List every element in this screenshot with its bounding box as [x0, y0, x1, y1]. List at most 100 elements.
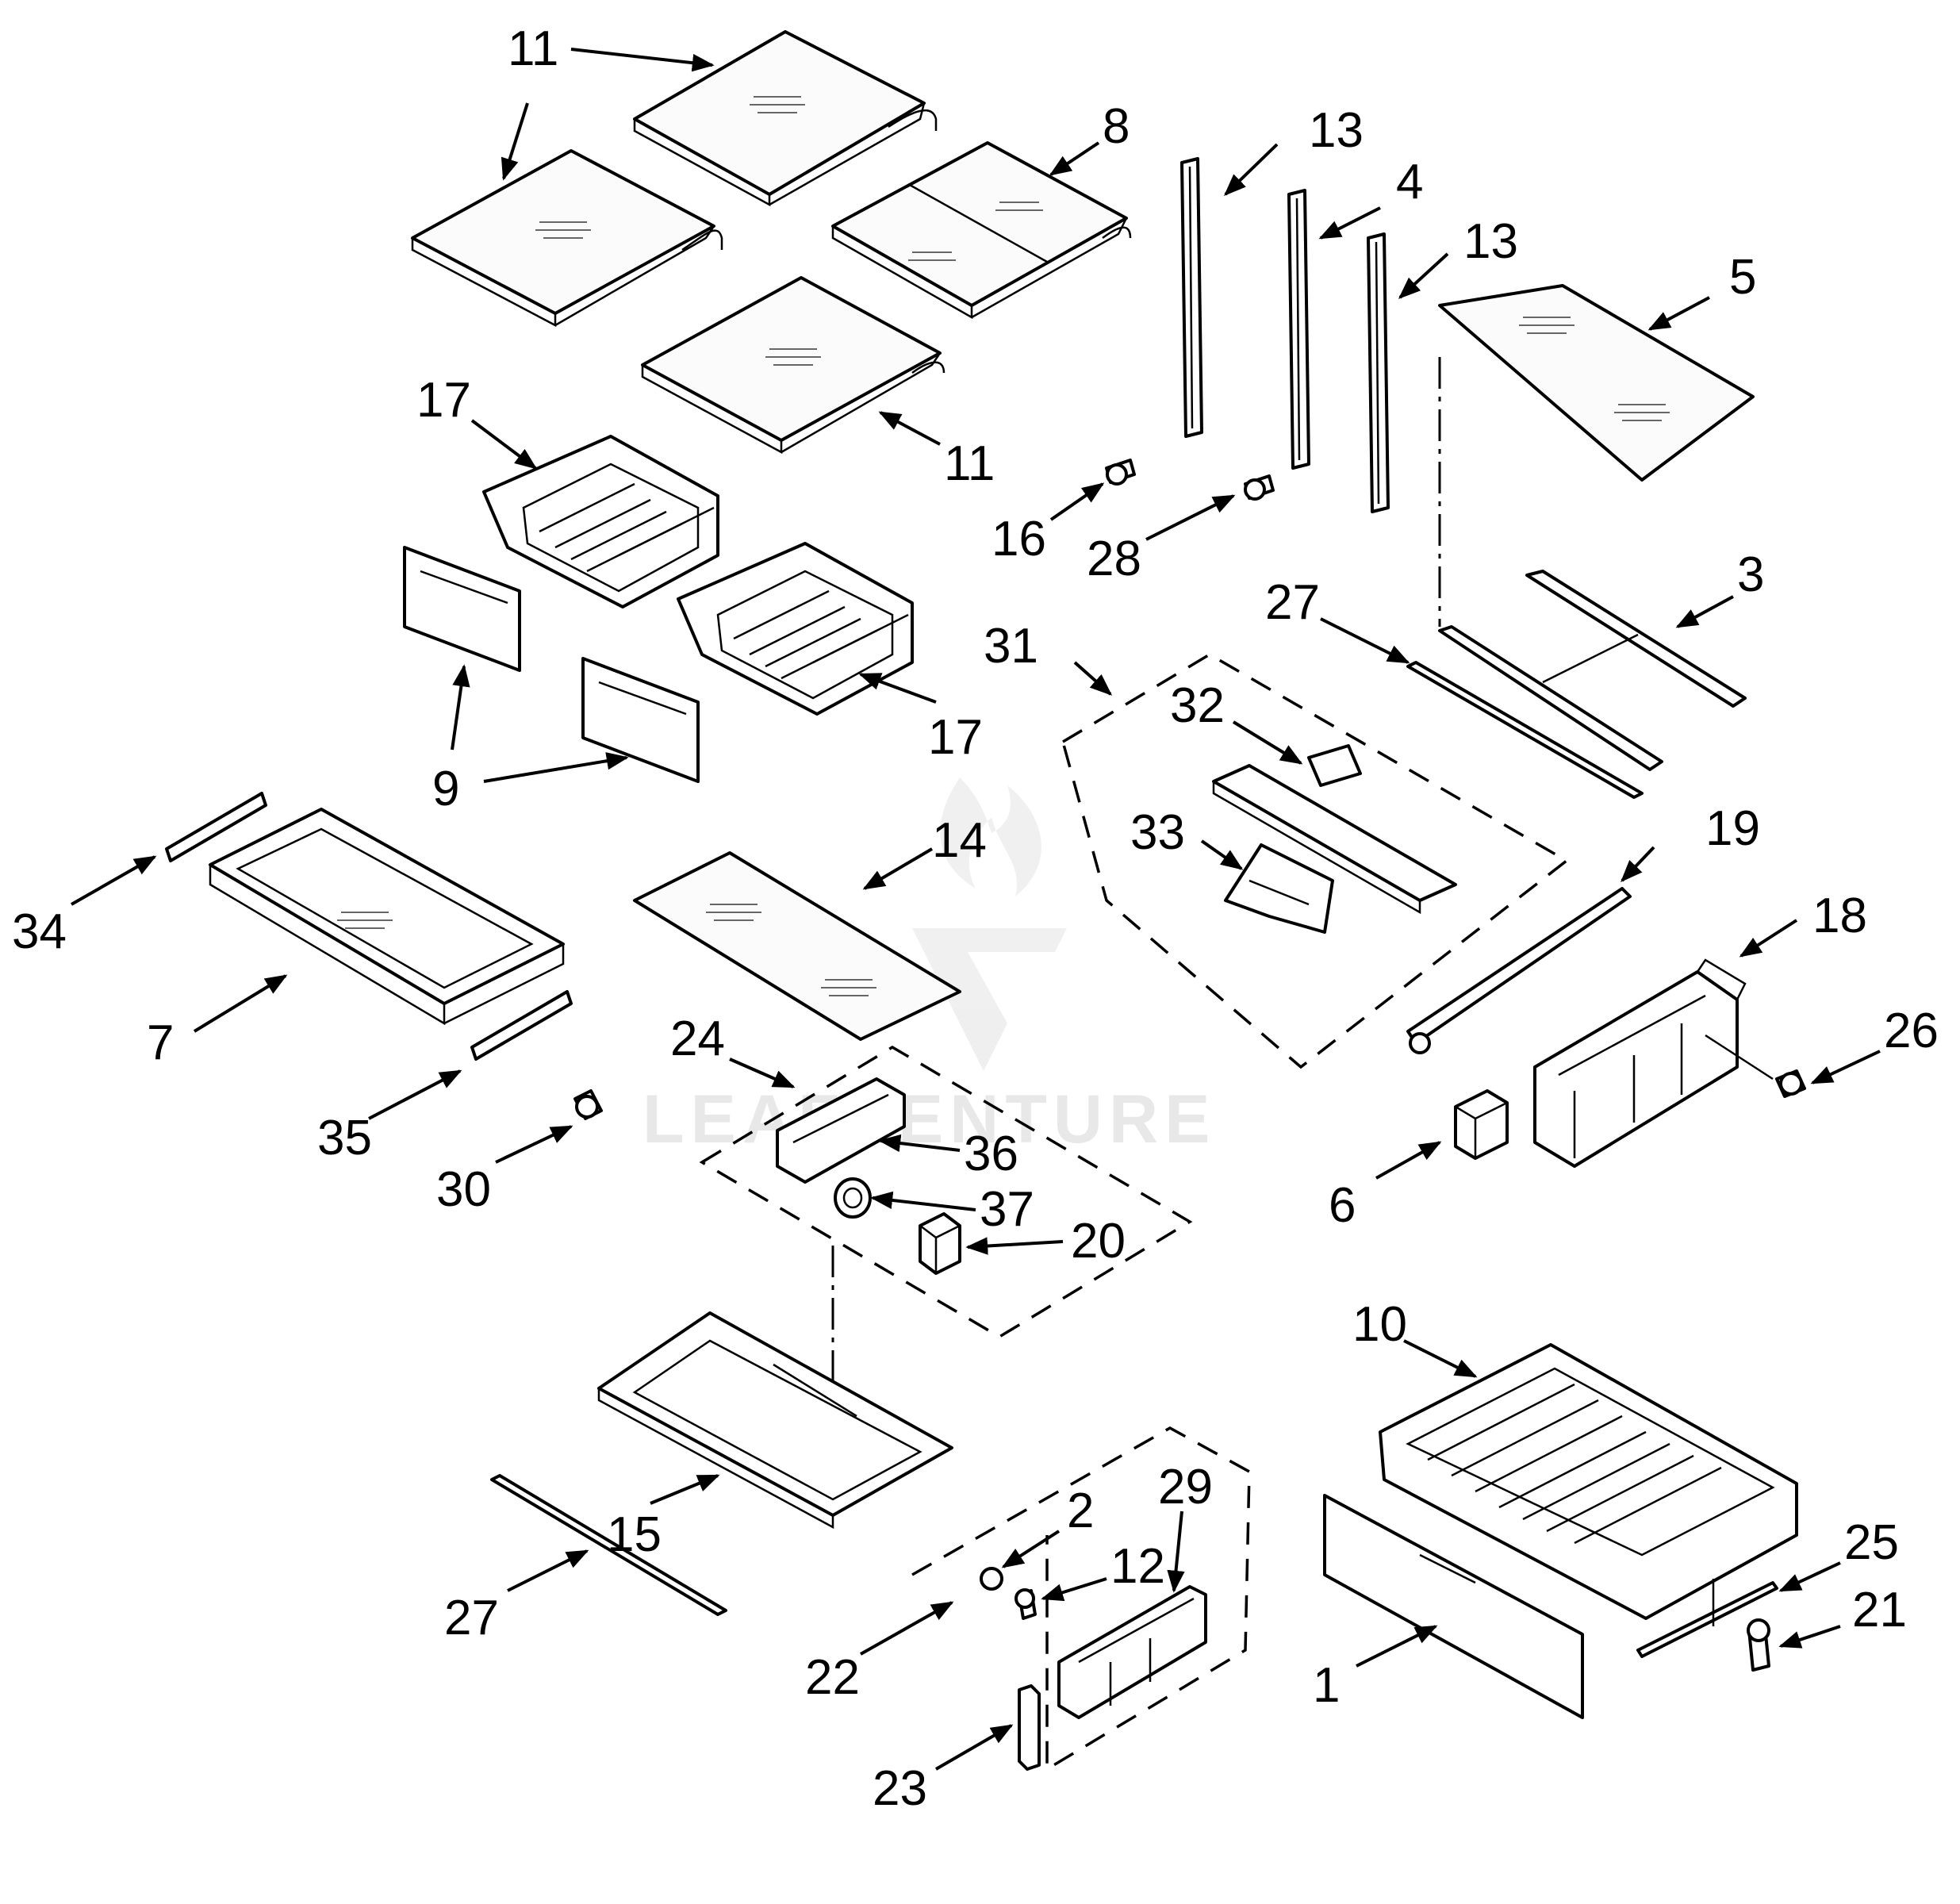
callout-6: 6: [1329, 1178, 1356, 1233]
part-shelf-11-mid: [641, 276, 945, 455]
callouts-layer: 11 11 11 8 13 4 13 5 17 17 16 28 27 3 9 …: [12, 21, 1939, 1816]
group-31-outline: [1061, 652, 1570, 1069]
part-bin-front-9-lower: [581, 657, 700, 783]
part-housing-32: [1212, 744, 1457, 915]
part-screw-16: [1105, 459, 1136, 486]
part-slide-19: [1406, 887, 1632, 1054]
callout-24: 24: [670, 1012, 725, 1066]
leader-33: [1200, 839, 1244, 870]
callout-7: 7: [147, 1015, 174, 1070]
leader-6: [1375, 1141, 1442, 1180]
part-crisper-bin-17-lower: [677, 542, 914, 716]
part-control-33: [1224, 843, 1334, 934]
leader-1: [1356, 1625, 1438, 1668]
part-rail-13-left: [1180, 157, 1203, 438]
callout-36: 36: [964, 1127, 1018, 1181]
leader-27-lower: [507, 1549, 589, 1592]
part-strip-27-upper: [1406, 661, 1644, 799]
leader-5: [1647, 296, 1710, 331]
callout-28: 28: [1087, 532, 1141, 586]
part-strip-27-lower: [490, 1474, 727, 1616]
leader-26: [1810, 1050, 1881, 1084]
callout-25: 25: [1844, 1515, 1899, 1570]
callout-15: 15: [607, 1507, 662, 1562]
leader-9-lower: [483, 752, 629, 783]
part-shelf-11-left: [411, 149, 723, 328]
leader-18: [1739, 919, 1798, 958]
part-drawer-front-1: [1323, 1494, 1584, 1719]
callout-5: 5: [1729, 250, 1756, 305]
part-rail-13-right: [1367, 232, 1390, 513]
leader-14: [862, 847, 934, 890]
part-bin-front-9-upper: [403, 546, 521, 672]
callout-11-top: 11: [508, 21, 558, 76]
part-bracket-36: [776, 1077, 906, 1184]
leader-11-top: [570, 48, 715, 72]
leader-15: [650, 1474, 720, 1505]
guide-line-26: [1705, 1034, 1774, 1081]
part-bracket-35: [470, 990, 573, 1061]
part-housing-29: [1057, 1585, 1207, 1719]
callout-9-upper: 9: [432, 762, 459, 816]
leader-27-upper: [1320, 617, 1410, 664]
callout-32: 32: [1170, 678, 1225, 733]
callout-16: 16: [992, 512, 1046, 566]
leader-34: [71, 855, 157, 906]
callout-10: 10: [1352, 1297, 1407, 1352]
leader-30: [495, 1125, 573, 1164]
callout-20: 20: [1071, 1214, 1126, 1269]
leader-13-right: [1398, 252, 1449, 299]
callout-18: 18: [1812, 889, 1867, 943]
callout-35: 35: [317, 1111, 372, 1165]
part-pan-7: [209, 808, 565, 1026]
leader-20: [965, 1237, 1064, 1255]
callout-17-upper: 17: [416, 373, 471, 428]
group-22-outline: [911, 1426, 1251, 1772]
callout-27-lower: 27: [444, 1591, 499, 1645]
callout-37: 37: [980, 1182, 1034, 1237]
part-drawer-10: [1379, 1343, 1798, 1620]
leader-10: [1403, 1339, 1478, 1378]
part-crisper-bin-17-upper: [482, 435, 719, 608]
callout-19: 19: [1705, 801, 1760, 856]
leader-22: [860, 1601, 954, 1656]
part-rod-25: [1636, 1581, 1778, 1658]
callout-21: 21: [1852, 1583, 1907, 1637]
part-screw-28: [1244, 474, 1275, 501]
parts-artwork: [165, 30, 1806, 1772]
leader-21: [1778, 1625, 1841, 1649]
callout-4: 4: [1396, 155, 1423, 209]
callout-11-mid: 11: [944, 436, 995, 491]
part-glass-shelf-14: [633, 851, 961, 1041]
part-screw-26: [1775, 1069, 1806, 1098]
leader-37: [870, 1191, 976, 1211]
callout-33: 33: [1130, 805, 1185, 860]
callout-1: 1: [1313, 1658, 1340, 1713]
leader-19: [1621, 846, 1655, 883]
part-shelf-8: [831, 141, 1132, 320]
callout-30: 30: [436, 1162, 491, 1217]
leader-28: [1145, 494, 1236, 541]
part-screw-21: [1747, 1618, 1770, 1672]
leader-8: [1049, 141, 1100, 176]
callout-3: 3: [1737, 547, 1764, 602]
part-shelf-11-top: [633, 30, 938, 207]
callout-31: 31: [984, 619, 1038, 674]
leader-31: [1073, 661, 1113, 696]
group-24-outline: [699, 1045, 1193, 1339]
leader-2: [1001, 1530, 1061, 1568]
leader-35: [368, 1069, 462, 1120]
callout-27-upper: 27: [1265, 575, 1320, 630]
callout-29: 29: [1158, 1460, 1213, 1514]
part-cap-2: [980, 1567, 1003, 1591]
callout-12: 12: [1110, 1539, 1165, 1594]
leader-17-upper: [470, 419, 538, 470]
callout-17-lower: 17: [928, 710, 983, 765]
leader-7: [193, 974, 288, 1033]
leader-25: [1778, 1561, 1841, 1592]
part-screw-30: [573, 1089, 603, 1120]
callout-14: 14: [932, 813, 987, 868]
leader-12: [1041, 1577, 1107, 1602]
leader-24: [729, 1058, 796, 1088]
